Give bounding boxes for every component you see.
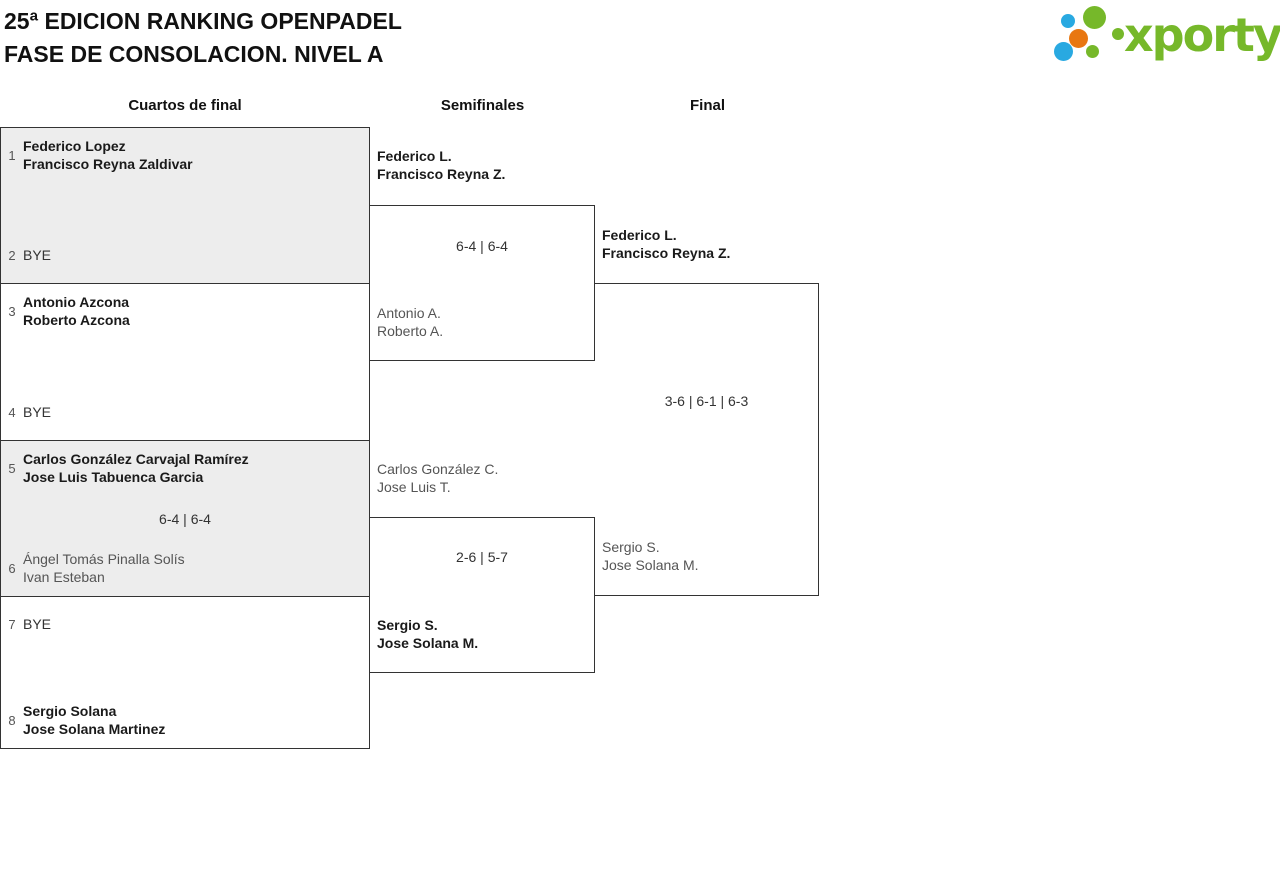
team-name-line: Jose Solana M. <box>602 557 699 573</box>
match-slot-bottom: 6 Ángel Tomás Pinalla Solís Ivan Esteban <box>1 550 369 586</box>
team-names: BYE <box>23 403 51 421</box>
seed-number: 4 <box>8 404 16 420</box>
team-name-line: Jose Luis T. <box>377 479 451 495</box>
logo-wordmark: xporty <box>1124 8 1280 62</box>
qf-match-1[interactable]: 1 Federico Lopez Francisco Reyna Zaldiva… <box>0 127 370 284</box>
team-names: Sergio S. Jose Solana M. <box>602 538 699 574</box>
team-name-line: Francisco Reyna Z. <box>602 245 731 261</box>
team-names: BYE <box>23 246 51 264</box>
match-slot-bottom: 4 BYE <box>1 394 369 430</box>
logo-dot-orange-icon <box>1069 29 1088 48</box>
match-slot-top: 7 BYE <box>1 606 369 642</box>
match-score: 3-6 | 6-1 | 6-3 <box>664 393 749 409</box>
match-slot-bottom: 2 BYE <box>1 237 369 273</box>
team-names: Antonio Azcona Roberto Azcona <box>23 293 130 329</box>
team-name-line: BYE <box>23 247 52 263</box>
team-name-line: Carlos González Carvajal Ramírez <box>23 451 249 467</box>
logo-dot-blue-large-icon <box>1054 42 1073 61</box>
match-slot-top: 3 Antonio Azcona Roberto Azcona <box>1 293 369 329</box>
team-name-line: Sergio Solana <box>23 703 117 719</box>
team-names: Ángel Tomás Pinalla Solís Ivan Esteban <box>23 550 185 586</box>
team-names: Federico L. Francisco Reyna Z. <box>377 147 505 183</box>
seed-number: 3 <box>8 303 16 319</box>
seed-number: 5 <box>8 460 16 476</box>
seed-number: 1 <box>8 147 16 163</box>
team-names: Federico Lopez Francisco Reyna Zaldivar <box>23 137 193 173</box>
team-name-line: Roberto Azcona <box>23 312 130 328</box>
team-names: Carlos González Carvajal Ramírez Jose Lu… <box>23 450 249 486</box>
logo-dot-green-small-icon <box>1086 45 1099 58</box>
match-score: 6-4 | 6-4 <box>159 511 211 527</box>
team-names: BYE <box>23 615 51 633</box>
team-names: Antonio A. Roberto A. <box>377 304 443 340</box>
seed-number: 6 <box>8 560 16 576</box>
team-name-line: Antonio Azcona <box>23 294 130 310</box>
match-slot-bottom: 8 Sergio Solana Jose Solana Martinez <box>1 702 369 738</box>
team-name-line: Francisco Reyna Zaldivar <box>23 156 193 172</box>
team-name-line: Federico Lopez <box>23 138 126 154</box>
team-names: Federico L. Francisco Reyna Z. <box>602 226 730 262</box>
match-score: 6-4 | 6-4 <box>456 238 508 254</box>
team-name-line: Federico L. <box>377 148 452 164</box>
team-name-line: Jose Solana M. <box>377 635 479 651</box>
round-header-final: Final <box>689 97 725 114</box>
team-name-line: Antonio A. <box>377 305 441 321</box>
team-name-line: Carlos González C. <box>377 461 499 477</box>
team-names: Sergio Solana Jose Solana Martinez <box>23 702 165 738</box>
qf-match-2[interactable]: 3 Antonio Azcona Roberto Azcona 4 BYE <box>0 283 370 441</box>
match-slot-top: 5 Carlos González Carvajal Ramírez Jose … <box>1 450 369 486</box>
team-name-line: Federico L. <box>602 227 677 243</box>
logo-dot-blue-small-icon <box>1061 14 1075 28</box>
page-title: 25ª EDICION RANKING OPENPADEL FASE DE CO… <box>4 5 402 71</box>
seed-number: 2 <box>8 247 16 263</box>
final-match[interactable] <box>594 283 819 596</box>
match-score: 2-6 | 5-7 <box>456 549 508 565</box>
logo-dot-green-tiny-icon <box>1112 28 1124 40</box>
team-name-line: BYE <box>23 404 52 420</box>
team-name-line: Jose Luis Tabuenca Garcia <box>23 469 204 485</box>
round-header-quarterfinals: Cuartos de final <box>128 97 242 114</box>
title-line-2: FASE DE CONSOLACION. NIVEL A <box>4 41 384 67</box>
xporty-logo[interactable]: xporty <box>1050 0 1280 70</box>
seed-number: 7 <box>8 616 16 632</box>
logo-dot-green-large-icon <box>1083 6 1106 29</box>
team-names: Carlos González C. Jose Luis T. <box>377 460 498 496</box>
team-name-line: Ángel Tomás Pinalla Solís <box>23 551 185 567</box>
team-name-line: Ivan Esteban <box>23 569 105 585</box>
team-name-line: Sergio S. <box>602 539 660 555</box>
team-name-line: BYE <box>23 616 52 632</box>
match-slot-top: 1 Federico Lopez Francisco Reyna Zaldiva… <box>1 137 369 173</box>
team-names: Sergio S. Jose Solana M. <box>377 616 478 652</box>
seed-number: 8 <box>8 712 16 728</box>
team-name-line: Francisco Reyna Z. <box>377 166 506 182</box>
team-name-line: Sergio S. <box>377 617 438 633</box>
round-header-semifinals: Semifinales <box>440 97 525 114</box>
qf-match-3[interactable]: 5 Carlos González Carvajal Ramírez Jose … <box>0 440 370 597</box>
team-name-line: Jose Solana Martinez <box>23 721 166 737</box>
team-name-line: Roberto A. <box>377 323 444 339</box>
title-line-1: 25ª EDICION RANKING OPENPADEL <box>4 8 402 34</box>
qf-match-4[interactable]: 7 BYE 8 Sergio Solana Jose Solana Martin… <box>0 596 370 749</box>
